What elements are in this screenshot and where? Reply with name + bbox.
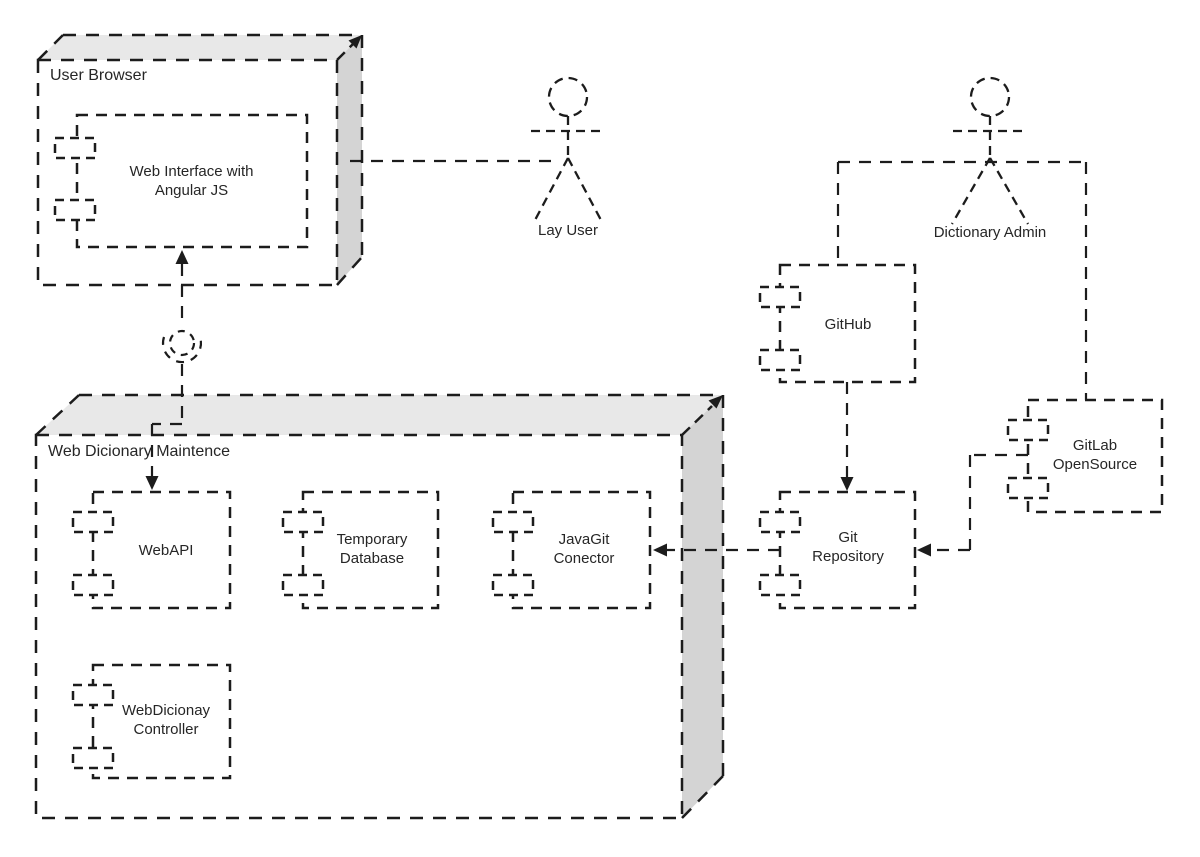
actor-leg — [989, 157, 1029, 225]
component-icon — [491, 510, 535, 534]
connector-gitrepository-javagit — [653, 543, 780, 557]
actor-leg — [951, 157, 991, 225]
component-icon — [71, 510, 115, 534]
component-icon — [1006, 418, 1050, 442]
arrowhead-left-icon — [917, 543, 931, 557]
interface-socket-icon — [161, 336, 203, 364]
lay-user-actor — [531, 76, 605, 223]
corner-arrowhead-icon — [348, 35, 362, 49]
connector-webinterface-webapi — [145, 250, 203, 490]
component-icon — [53, 198, 97, 222]
component-icon — [758, 285, 802, 309]
temporary-database-component — [281, 490, 440, 610]
interface-ball-icon — [168, 329, 196, 357]
component-icon — [491, 573, 535, 597]
component-icon — [71, 746, 115, 770]
git-repository-component — [758, 490, 917, 610]
connector-github-gitrepository — [840, 382, 854, 491]
actor-leg — [532, 157, 570, 223]
arrowhead-up-icon — [175, 250, 189, 264]
user-browser-edge — [336, 256, 363, 286]
dictionary-admin-actor — [951, 76, 1029, 225]
component-icon — [758, 510, 802, 534]
javagit-conector-component — [491, 490, 652, 610]
arrowhead-left-icon — [653, 543, 667, 557]
actor-leg — [566, 157, 604, 223]
git-repository-box — [778, 490, 917, 610]
connector-admin-github-gitlab — [836, 160, 1088, 400]
component-icon — [71, 683, 115, 707]
actor-head-icon — [969, 76, 1011, 118]
web-interface-component — [53, 113, 309, 249]
gitlab-box — [1026, 398, 1164, 514]
maintence-corner-diagonal — [681, 405, 713, 436]
maintence-top-face — [36, 395, 723, 435]
maintence-edge — [35, 394, 80, 436]
temporary-database-box — [301, 490, 440, 610]
user-browser-corner-diagonal — [336, 43, 354, 61]
webapi-box — [91, 490, 232, 610]
component-icon — [53, 136, 97, 160]
component-icon — [281, 510, 325, 534]
web-interface-box — [75, 113, 309, 249]
maintence-side-face — [682, 395, 723, 818]
arrowhead-down-icon — [145, 476, 159, 490]
webapi-component — [71, 490, 232, 610]
user-browser-side-face — [337, 35, 362, 285]
component-icon — [281, 573, 325, 597]
github-component — [758, 263, 917, 384]
component-icon — [71, 573, 115, 597]
corner-arrowhead-icon — [708, 395, 723, 409]
javagit-box — [511, 490, 652, 610]
user-browser-top-face — [38, 35, 362, 60]
user-browser-edge — [37, 34, 64, 61]
github-box — [778, 263, 917, 384]
component-icon — [758, 348, 802, 372]
arrowhead-down-icon — [840, 477, 854, 491]
connector-gitlab-gitrepository — [917, 453, 1028, 557]
actor-head-icon — [547, 76, 589, 118]
component-icon — [1006, 476, 1050, 500]
maintence-edge — [681, 775, 724, 819]
gitlab-component — [1006, 398, 1164, 514]
webdicionay-controller-component — [71, 663, 232, 780]
component-icon — [758, 573, 802, 597]
webdicionay-box — [91, 663, 232, 780]
